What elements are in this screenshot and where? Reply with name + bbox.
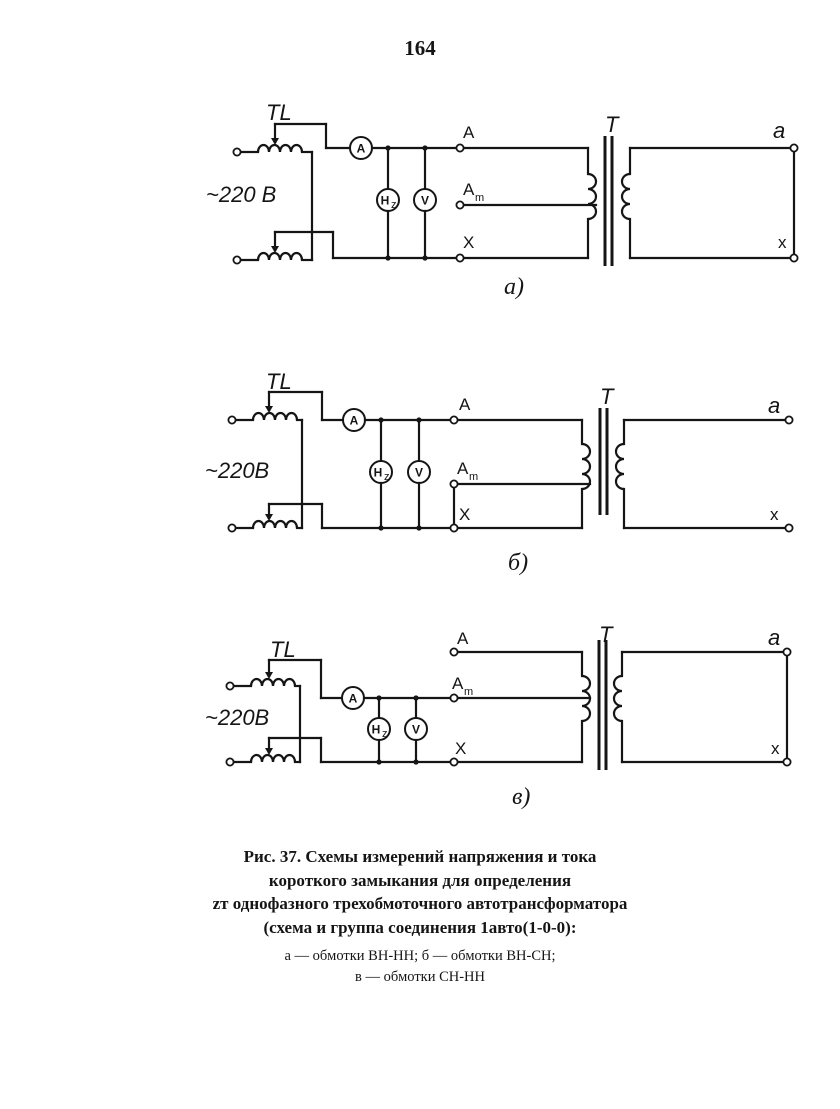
voltmeter-symbol: V <box>415 466 423 480</box>
caption-line: Рис. 37. Схемы измерений напряжения и то… <box>243 847 597 866</box>
source-terminal-bottom <box>227 523 237 533</box>
frequency-meter-subscript: z <box>391 199 397 211</box>
caption-line: короткого замыкания для определения <box>268 870 572 890</box>
terminal-a <box>784 415 794 425</box>
transformer-label: T <box>599 622 614 647</box>
primary-winding <box>581 442 592 491</box>
regulator-label: TL <box>270 637 296 662</box>
ammeter-symbol: A <box>357 142 366 156</box>
autotransformer-regulator <box>227 390 324 533</box>
frequency-meter-symbol: H <box>372 723 381 737</box>
caption-line: zт однофазного трехобмоточного автотранс… <box>212 894 628 913</box>
regulator-coil-bottom <box>251 519 299 529</box>
source-voltage-label: ~220B <box>205 458 269 483</box>
terminal-A <box>449 415 459 425</box>
terminal-a <box>789 143 799 153</box>
secondary-winding <box>620 172 631 221</box>
terminal-x-label: x <box>771 739 780 758</box>
autotransformer-regulator <box>225 658 323 767</box>
terminal-A <box>455 143 465 153</box>
page-number: 164 <box>404 36 436 60</box>
subcaption-line: в — обмотки СН-НН <box>355 969 485 985</box>
terminal-Am-subscript: m <box>469 471 478 483</box>
terminal-A-label: A <box>463 123 475 142</box>
terminal-a <box>782 647 792 657</box>
terminal-X-label: X <box>455 739 466 758</box>
figure-subcaption: а — обмотки ВН-НН; б — обмотки ВН-СН; в … <box>0 946 840 988</box>
diagram-sublabel: а) <box>504 274 524 300</box>
terminal-Am-label: A <box>463 180 475 199</box>
primary-winding <box>587 172 598 221</box>
ammeter-symbol: A <box>350 414 359 428</box>
source-terminal-bottom <box>225 757 235 767</box>
subcaption-line: а — обмотки ВН-НН; б — обмотки ВН-СН; <box>284 948 556 964</box>
secondary-winding <box>612 674 623 723</box>
terminal-Am-label: A <box>457 459 469 478</box>
voltmeter-symbol: V <box>412 723 420 737</box>
circuit-diagram-v: TL ~220B A H z V A A m X T a x в) <box>205 622 792 810</box>
terminal-x-label: x <box>778 233 787 252</box>
regulator-coil-top <box>251 411 299 421</box>
terminal-X-label: X <box>463 233 474 252</box>
terminal-X-label: X <box>459 505 470 524</box>
frequency-meter-subscript: z <box>382 728 388 740</box>
terminal-X <box>449 523 459 533</box>
terminal-Am-subscript: m <box>464 686 473 698</box>
terminal-A-label: A <box>457 629 469 648</box>
transformer-label: T <box>600 384 615 409</box>
terminal-Am-label: A <box>452 674 464 693</box>
autotransformer-T <box>462 136 796 266</box>
terminal-a-label: a <box>768 625 780 650</box>
circuit-diagram-a: TL ~220 B A H z V A A m X T a x а) <box>206 100 799 300</box>
diagram-sublabel: б) <box>508 550 528 576</box>
source-voltage-label: ~220 B <box>206 182 276 207</box>
terminal-Am <box>449 693 459 703</box>
source-terminal-top <box>232 147 242 157</box>
terminal-a-label: a <box>773 118 785 143</box>
frequency-meter-subscript: z <box>384 471 390 483</box>
autotransformer-T <box>456 640 789 770</box>
source-voltage-label: ~220B <box>205 705 269 730</box>
secondary-winding <box>614 442 625 491</box>
figure-caption: Рис. 37. Схемы измерений напряжения и то… <box>0 845 840 939</box>
terminal-Am <box>455 200 465 210</box>
terminal-a-label: a <box>768 393 780 418</box>
regulator-label: TL <box>266 369 292 394</box>
terminal-X <box>449 757 459 767</box>
terminal-Am-subscript: m <box>475 192 484 204</box>
terminal-A <box>449 647 459 657</box>
voltmeter-symbol: V <box>421 194 429 208</box>
terminal-x <box>784 523 794 533</box>
regulator-coil-top <box>256 143 304 153</box>
transformer-label: T <box>605 112 620 137</box>
frequency-meter-symbol: H <box>381 194 390 208</box>
terminal-x-label: x <box>770 505 779 524</box>
source-terminal-bottom <box>232 255 242 265</box>
terminal-X <box>455 253 465 263</box>
terminal-x <box>789 253 799 263</box>
diagram-sublabel: в) <box>512 784 530 810</box>
terminal-Am <box>449 479 459 489</box>
regulator-coil-bottom <box>256 251 304 261</box>
terminal-x <box>782 757 792 767</box>
caption-line: (схема и группа соединения 1авто(1-0-0): <box>263 917 577 937</box>
frequency-meter-symbol: H <box>374 466 383 480</box>
regulator-coil-bottom <box>249 753 297 763</box>
terminal-A-label: A <box>459 395 471 414</box>
source-terminal-top <box>225 681 235 691</box>
autotransformer-regulator <box>232 122 335 265</box>
autotransformer-T <box>456 408 787 530</box>
regulator-coil-top <box>249 677 297 687</box>
circuit-diagram-b: TL ~220B A H z V A A m X T a x б) <box>205 369 794 576</box>
source-terminal-top <box>227 415 237 425</box>
regulator-label: TL <box>266 100 292 125</box>
ammeter-symbol: A <box>349 692 358 706</box>
